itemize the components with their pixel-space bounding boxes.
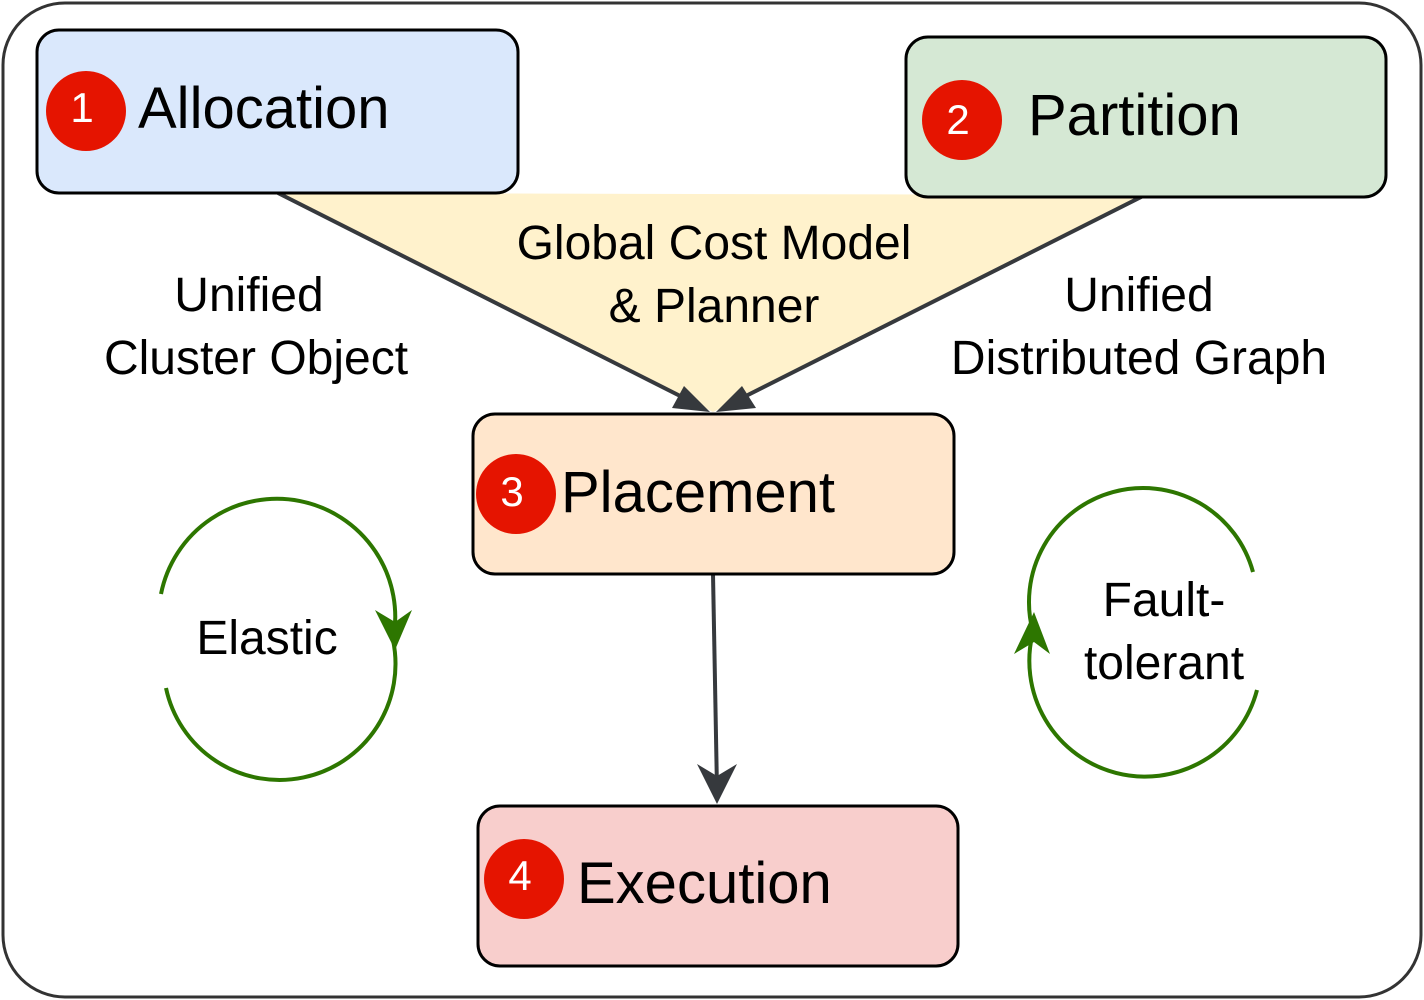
fault-tolerant-cycle: Fault- tolerant xyxy=(1014,485,1259,779)
badge-1-number: 1 xyxy=(70,84,93,131)
planner-title: Global Cost Model xyxy=(517,217,912,270)
elastic-cycle-arc-top xyxy=(159,496,398,641)
elastic-label: Elastic xyxy=(196,612,337,665)
badge-3-number: 3 xyxy=(500,468,523,515)
arrowhead-partition xyxy=(716,386,756,412)
partition-label: Partition xyxy=(1028,83,1241,148)
arrow-placement-to-execution xyxy=(711,573,719,791)
elastic-cycle: Elastic xyxy=(159,496,412,782)
badge-3 xyxy=(476,454,556,534)
allocation-box xyxy=(35,28,520,195)
elastic-cycle-arc-bottom xyxy=(164,639,398,782)
badge-2 xyxy=(922,80,1002,160)
allocation-label: Allocation xyxy=(138,76,389,141)
stage-execution: 4 Execution xyxy=(476,804,960,968)
badge-2-number: 2 xyxy=(946,96,969,143)
planner-subtitle: & Planner xyxy=(609,280,820,333)
badge-1 xyxy=(46,71,126,151)
execution-label: Execution xyxy=(577,851,832,916)
fault-cycle-arrowhead xyxy=(1014,612,1050,654)
distributed-graph-line2: Distributed Graph xyxy=(951,332,1327,385)
badge-4-number: 4 xyxy=(508,852,531,899)
cluster-object-line2: Cluster Object xyxy=(104,332,408,385)
distributed-graph-line1: Unified xyxy=(1064,269,1213,322)
cluster-object-line1: Unified xyxy=(174,269,323,322)
stage-allocation: 1 Allocation xyxy=(35,28,520,195)
badge-4 xyxy=(484,839,564,919)
arrow-allocation-to-placement xyxy=(277,191,701,408)
execution-box xyxy=(476,804,960,968)
partition-box xyxy=(904,35,1388,199)
planner-triangle xyxy=(278,193,1145,412)
arrow-partition-to-placement xyxy=(725,193,1146,408)
placement-label: Placement xyxy=(561,460,835,525)
fault-cycle-arc-top xyxy=(1027,485,1255,633)
stage-placement: 3 Placement xyxy=(471,412,956,576)
placement-box xyxy=(471,412,956,576)
fault-tolerant-line1: Fault- xyxy=(1103,574,1226,627)
fault-tolerant-line2: tolerant xyxy=(1084,637,1244,690)
arrowhead-allocation xyxy=(672,386,710,412)
fault-cycle-arc-bottom xyxy=(1027,631,1259,779)
arrowhead-execution xyxy=(697,764,737,804)
stage-partition: 2 Partition xyxy=(904,35,1388,199)
elastic-cycle-arrowhead xyxy=(375,610,412,650)
